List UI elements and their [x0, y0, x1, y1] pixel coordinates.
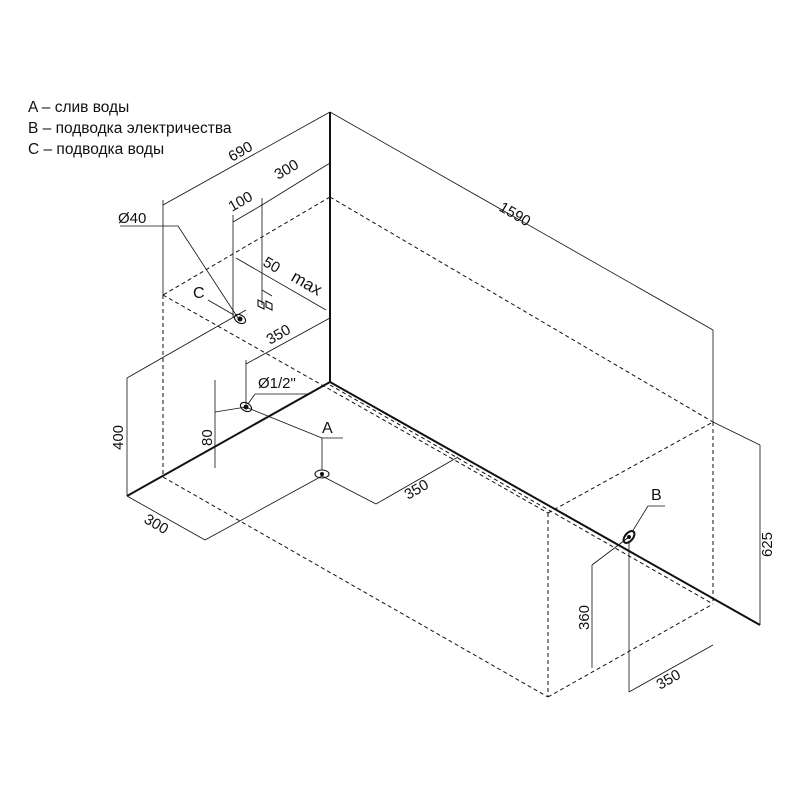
dimension-1590: 1590 [329, 111, 714, 422]
drain-a: A [247, 407, 343, 479]
callout-b-label: B [651, 487, 662, 504]
dimension-80: 80 [199, 380, 247, 468]
dimension-360: 360 [576, 536, 630, 668]
callout-c-label: C [193, 285, 205, 302]
diameter-half-callout: Ø1/2" [239, 375, 310, 413]
dim-300-top-label: 300 [272, 156, 302, 183]
dimension-300-top: 300 [261, 156, 331, 206]
callout-a-label: A [322, 420, 333, 437]
legend-item-a: A – слив воды [28, 99, 130, 116]
dim-350-upper-label: 350 [264, 321, 294, 348]
dim-50-label: 50 [260, 254, 283, 277]
legend: A – слив воды B – подводка электричества… [28, 97, 232, 160]
dia-half-label: Ø1/2" [258, 375, 296, 392]
water-supply-c: C [193, 285, 273, 325]
dimension-625: 625 [712, 421, 776, 625]
dim-350-bottom-label: 350 [654, 666, 684, 693]
dim-625-label: 625 [759, 532, 776, 557]
wall-edges [126, 112, 761, 626]
dimension-350-bottom: 350 [628, 541, 714, 693]
max-label: max [288, 267, 326, 300]
dim-690-label: 690 [226, 138, 256, 165]
dim-400-label: 400 [110, 425, 127, 450]
diameter-40-callout: Ø40 [118, 210, 239, 319]
dim-1590-label: 1590 [496, 199, 533, 230]
dimension-350-mid: 350 [321, 456, 459, 505]
dim-360-label: 360 [576, 605, 593, 630]
dimension-300-left: 300 [126, 475, 323, 541]
dimension-400: 400 [110, 309, 247, 496]
dim-350-mid-label: 350 [402, 476, 432, 503]
legend-item-c: C – подводка воды [28, 141, 165, 158]
dimension-50-max: 50 max [235, 254, 327, 311]
legend-item-b: B – подводка электричества [28, 120, 232, 137]
electrical-b: B [622, 487, 665, 544]
dimension-100: 100 [226, 188, 263, 318]
dia-40-label: Ø40 [118, 210, 146, 227]
dim-80-label: 80 [199, 429, 216, 446]
dim-300-left-label: 300 [141, 511, 171, 538]
tub-outline [162, 196, 714, 698]
